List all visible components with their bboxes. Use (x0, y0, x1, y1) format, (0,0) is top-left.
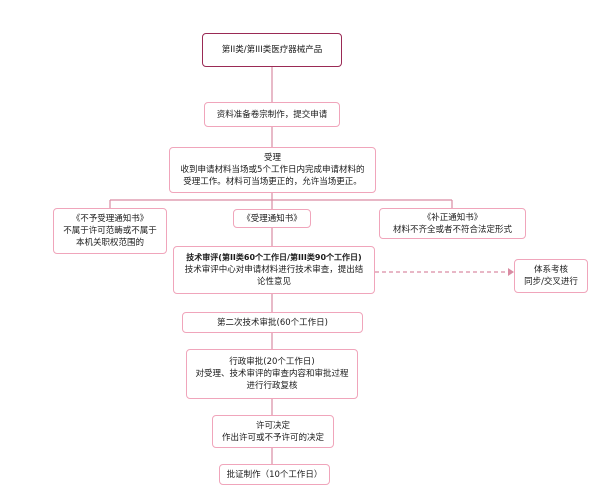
node-certificate: 批证制作（10个工作日） (219, 464, 330, 485)
node-tech-review: 技术审评(第II类60个工作日/第III类90个工作日) 技术审评中心对申请材料… (173, 246, 375, 294)
node-prepare-submit-label: 资料准备卷宗制作，提交申请 (216, 109, 328, 120)
node-acceptance-line1: 收到申请材料当场或5个工作日内完成申请材料的 (180, 165, 365, 175)
node-accept-notice-title: 《受理通知书》 (242, 213, 302, 224)
node-supplement-notice-line1: 材料不齐全或者不符合法定形式 (392, 224, 512, 235)
dashed-arrowhead (508, 268, 514, 276)
node-acceptance-line2: 受理工作。材料可当场更正的，允许当场更正。 (183, 177, 362, 187)
node-acceptance: 受理 收到申请材料当场或5个工作日内完成申请材料的 受理工作。材料可当场更正的，… (169, 147, 376, 193)
node-reject-notice-line1: 不属于许可范畴或不属于 (63, 226, 157, 236)
node-admin-review-title: 行政审批(20个工作日) (229, 357, 315, 367)
node-reject-notice-line2: 本机关职权范围的 (75, 238, 144, 248)
node-system-check-line1: 体系考核 (533, 265, 568, 275)
node-reject-notice: 《不予受理通知书》 不属于许可范畴或不属于 本机关职权范围的 (53, 208, 167, 254)
node-second-review-label: 第二次技术审批(60个工作日) (217, 317, 328, 328)
node-supplement-notice-title: 《补正通知书》 (422, 212, 483, 223)
node-decision-title: 许可决定 (255, 420, 290, 431)
node-tech-review-line2: 论性意见 (256, 277, 291, 287)
node-system-check: 体系考核 同步/交叉进行 (514, 259, 588, 293)
node-admin-review: 行政审批(20个工作日) 对受理、技术审评的审查内容和审批过程 进行行政复核 (186, 349, 358, 399)
node-admin-review-line1: 对受理、技术审评的审查内容和审批过程 (195, 369, 349, 379)
node-second-review: 第二次技术审批(60个工作日) (182, 312, 363, 333)
node-decision-line1: 作出许可或不予许可的决定 (221, 432, 324, 443)
node-system-check-line2: 同步/交叉进行 (524, 277, 578, 287)
node-product-class: 第II类/第III类医疗器械产品 (202, 33, 342, 67)
node-acceptance-title: 受理 (263, 153, 281, 163)
node-prepare-submit: 资料准备卷宗制作，提交申请 (204, 102, 340, 127)
node-certificate-label: 批证制作（10个工作日） (226, 469, 323, 480)
node-reject-notice-title: 《不予受理通知书》 (71, 214, 149, 224)
node-tech-review-title: 技术审评(第II类60个工作日/第III类90个工作日) (186, 253, 362, 262)
node-tech-review-line1: 技术审评中心对申请材料进行技术审查，提出结 (184, 265, 364, 275)
node-product-class-label: 第II类/第III类医疗器械产品 (221, 45, 323, 55)
node-admin-review-line2: 进行行政复核 (246, 381, 298, 391)
node-accept-notice: 《受理通知书》 (233, 209, 311, 228)
node-decision: 许可决定 作出许可或不予许可的决定 (212, 415, 334, 448)
node-supplement-notice: 《补正通知书》 材料不齐全或者不符合法定形式 (379, 208, 526, 239)
